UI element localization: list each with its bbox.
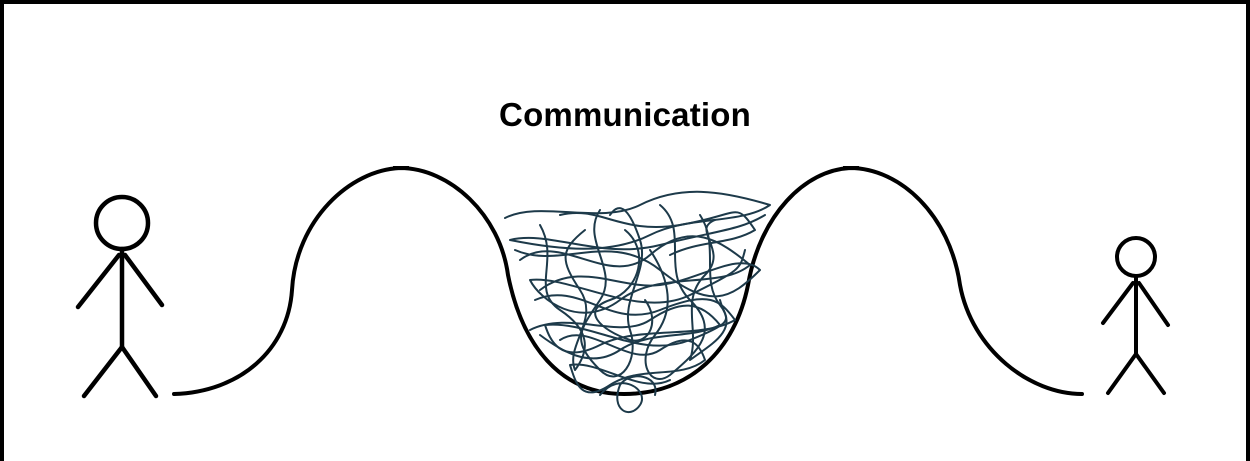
wavy-path	[172, 165, 1084, 397]
person-right-arm-right	[1137, 281, 1170, 327]
tangled-knot	[504, 190, 771, 414]
person-left	[75, 194, 165, 399]
person-left-arm-left	[75, 252, 122, 310]
person-right-leg-right	[1134, 352, 1166, 395]
person-left-leg-right	[119, 344, 159, 399]
person-right-head	[1115, 236, 1157, 278]
person-left-arm-right	[122, 252, 165, 308]
person-right-arm-left	[1101, 281, 1135, 325]
person-right-leg-left	[1106, 352, 1138, 395]
person-left-head	[93, 194, 151, 252]
person-right	[1101, 236, 1170, 395]
diagram-title: Communication	[499, 96, 751, 133]
person-left-leg-left	[81, 344, 125, 399]
